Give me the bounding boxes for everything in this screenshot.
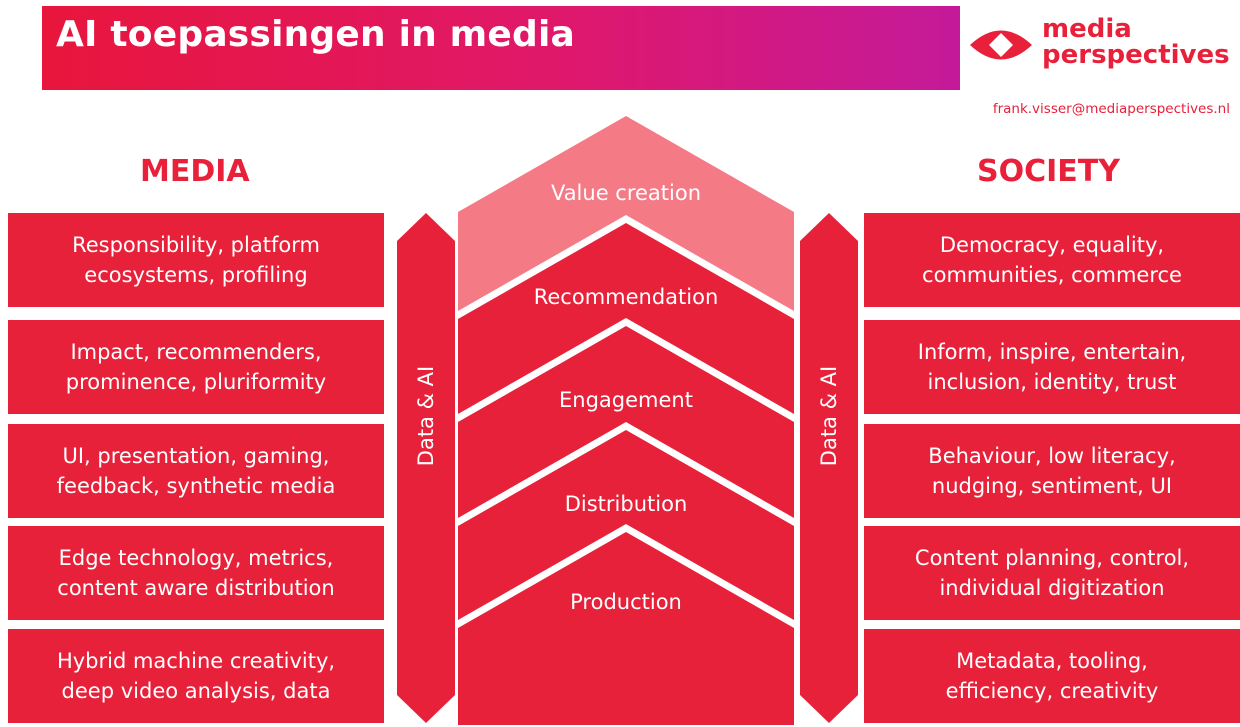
data-ai-label-left: Data & AI: [414, 365, 438, 467]
stage-value-creation-shape: [458, 116, 794, 311]
double-arrow-icon: [397, 213, 455, 723]
page-title: AI toepassingen in media: [56, 14, 576, 55]
society-item-line: Behaviour, low literacy,: [928, 444, 1176, 468]
media-item-line: deep video analysis, data: [61, 679, 331, 703]
society-item: Inform, inspire, entertain, inclusion, i…: [864, 320, 1240, 414]
society-item: Metadata, tooling, efficiency, creativit…: [864, 629, 1240, 723]
logo-line-2: perspectives: [1042, 40, 1230, 70]
society-item-line: efficiency, creativity: [945, 679, 1159, 703]
stage-production-shape: [458, 532, 794, 725]
society-item-line: Democracy, equality,: [939, 233, 1165, 257]
value-chain-chevrons: [458, 116, 794, 725]
media-item: Responsibility, platform ecosystems, pro…: [8, 213, 384, 307]
society-item-line: nudging, sentiment, UI: [931, 474, 1173, 498]
media-perspectives-logo: media perspectives: [968, 16, 1230, 76]
title-banner: AI toepassingen in media: [42, 6, 960, 90]
data-ai-arrow-left: Data & AI: [397, 213, 455, 723]
media-item-line: UI, presentation, gaming,: [62, 444, 330, 468]
stage-label-engagement: Engagement: [559, 388, 693, 412]
logo-wordmark: media perspectives: [1042, 16, 1230, 68]
media-item-line: prominence, pluriformity: [65, 370, 327, 394]
eye-logo-icon: [970, 30, 1032, 60]
media-item: Hybrid machine creativity, deep video an…: [8, 629, 384, 723]
society-item-line: inclusion, identity, trust: [927, 370, 1177, 394]
media-item-line: Responsibility, platform: [72, 233, 320, 257]
data-ai-label-right: Data & AI: [817, 365, 841, 467]
stage-label-value-creation: Value creation: [550, 181, 702, 205]
stage-engagement-shape: [458, 326, 794, 518]
logo-line-1: media: [1042, 14, 1132, 44]
society-item-line: Content planning, control,: [914, 546, 1190, 570]
media-item-line: Impact, recommenders,: [70, 340, 322, 364]
society-item: Content planning, control, individual di…: [864, 526, 1240, 620]
data-ai-arrow-right: Data & AI: [800, 213, 858, 723]
media-item-line: Edge technology, metrics,: [58, 546, 334, 570]
stage-distribution-shape: [458, 430, 794, 620]
society-item: Democracy, equality, communities, commer…: [864, 213, 1240, 307]
society-item-line: communities, commerce: [922, 263, 1182, 287]
stage-label-production: Production: [570, 590, 682, 614]
media-item-line: Hybrid machine creativity,: [56, 649, 336, 673]
society-item-line: Inform, inspire, entertain,: [917, 340, 1187, 364]
stage-label-distribution: Distribution: [564, 492, 688, 516]
media-item: UI, presentation, gaming, feedback, synt…: [8, 424, 384, 518]
media-item-line: content aware distribution: [57, 576, 335, 600]
stage-recommendation-shape: [458, 223, 794, 414]
media-heading: MEDIA: [140, 154, 250, 189]
double-arrow-icon: [800, 213, 858, 723]
society-item-line: Metadata, tooling,: [956, 649, 1148, 673]
media-item-line: feedback, synthetic media: [56, 474, 336, 498]
media-item: Impact, recommenders, prominence, plurif…: [8, 320, 384, 414]
society-item: Behaviour, low literacy, nudging, sentim…: [864, 424, 1240, 518]
stage-label-recommendation: Recommendation: [533, 285, 719, 309]
media-item-line: ecosystems, profiling: [84, 263, 308, 287]
society-heading: SOCIETY: [977, 154, 1120, 189]
contact-email: frank.visser@mediaperspectives.nl: [992, 101, 1230, 117]
society-item-line: individual digitization: [939, 576, 1165, 600]
media-item: Edge technology, metrics, content aware …: [8, 526, 384, 620]
version-label: v9: [612, 703, 626, 716]
